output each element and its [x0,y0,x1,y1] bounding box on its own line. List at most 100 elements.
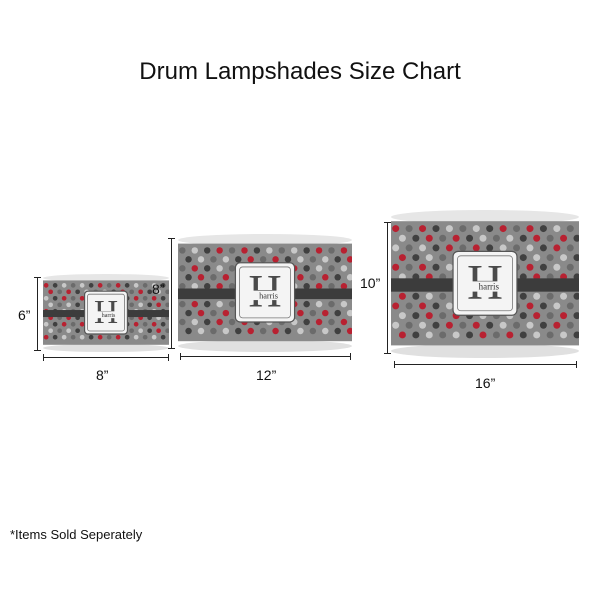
polka-dot [142,321,148,327]
polka-dot [179,282,186,290]
polka-dot [70,334,76,340]
polka-dot [48,302,53,308]
polka-dot [412,234,420,242]
polka-dot [185,309,192,317]
polka-dot [492,331,500,339]
polka-dot [315,265,323,272]
polka-dot [57,328,62,334]
polka-dot [160,334,166,340]
polka-dot [560,312,568,320]
monogram-plaque-inner-border [239,266,291,319]
polka-dot [466,331,474,339]
polka-dot [259,256,267,263]
polka-dot [346,309,352,317]
polka-dot [106,283,112,288]
page-title: Drum Lampshades Size Chart [139,58,461,85]
polka-dot [533,254,541,262]
polka-dot [147,328,152,334]
polka-dot [115,283,121,288]
polka-dot [133,321,139,327]
polka-dot [526,263,534,271]
polka-dot [278,247,286,254]
polka-dot [573,292,579,300]
polka-dot [297,309,304,317]
polka-dot [197,327,205,335]
polka-dot [439,254,447,262]
polka-dot [412,292,420,300]
polka-dot [573,312,579,320]
polka-dot [322,256,329,263]
polka-dot [228,282,236,290]
polka-dot [151,321,157,327]
height-dimension-line-small [37,277,38,351]
polka-dot [191,282,199,290]
polka-dot [526,302,534,310]
lampshade-drawing: Hharris [178,234,352,352]
polka-dot [259,327,267,335]
polka-dot [398,331,406,339]
polka-dot [546,292,554,300]
polka-dot [573,234,579,242]
polka-dot [466,234,474,242]
polka-dot [79,334,85,340]
polka-dot [156,328,161,334]
shade-top-rim [178,234,352,246]
polka-dot [513,225,521,233]
height-dimension-tick-medium-bottom [168,348,175,349]
polka-dot [432,321,440,329]
polka-dot [43,283,49,288]
monogram-plaque-inner-border [457,255,513,312]
polka-dot [439,331,447,339]
polka-dot [519,254,527,262]
polka-dot [61,283,67,288]
polka-dot [197,256,205,263]
polka-dot [115,334,121,340]
polka-dot [52,295,58,301]
polka-dot [506,234,514,242]
height-label-medium: 8” [152,281,165,297]
polka-dot [247,327,254,335]
polka-dot [322,309,329,317]
polka-dot [334,274,341,281]
polka-dot [253,247,261,254]
polka-dot [315,318,323,326]
polka-dot [513,321,521,329]
polka-dot [133,295,139,301]
polka-dot [392,321,400,329]
polka-dot [191,265,199,272]
polka-dot [142,295,148,301]
polka-dot [247,256,254,263]
polka-dot [412,312,420,320]
polka-dot [573,254,579,262]
polka-dot [142,334,148,340]
width-label-medium: 12” [256,367,277,383]
polka-dot [222,256,230,263]
polka-dot [185,274,192,281]
polka-dot [165,289,169,295]
shade-bottom-rim [43,344,169,352]
polka-dot [97,334,103,340]
polka-dot [566,244,574,252]
polka-dot [52,334,58,340]
polka-dot [539,225,547,233]
width-label-small: 8” [96,367,109,383]
polka-dot [165,302,169,308]
shade-bottom-rim [178,340,352,352]
height-dimension-tick-medium-top [168,238,175,239]
polka-dot [43,321,49,327]
polka-dot [43,334,49,340]
polka-dot [228,300,236,308]
polka-dot [88,283,94,288]
width-dimension-tick-small-left [43,354,44,361]
polka-dot [160,295,166,301]
polka-dot [340,247,348,254]
height-dimension-tick-small-bottom [34,350,41,351]
polka-dot [539,321,547,329]
polka-dot [553,225,561,233]
polka-dot [185,256,192,263]
polka-dot [340,282,348,290]
polka-dot [526,244,534,252]
polka-dot [216,265,223,272]
polka-dot [486,244,494,252]
polka-dot [97,283,103,288]
